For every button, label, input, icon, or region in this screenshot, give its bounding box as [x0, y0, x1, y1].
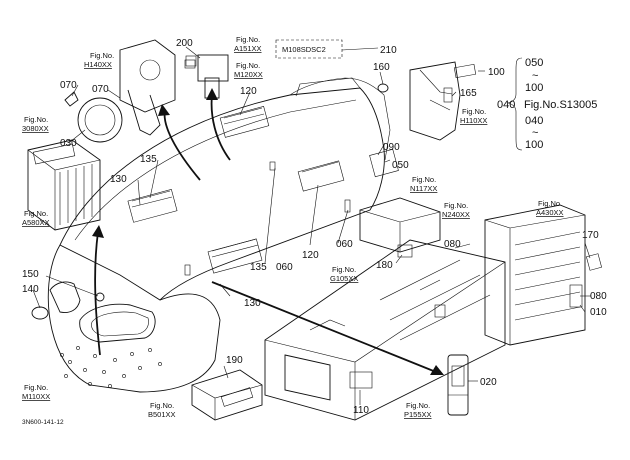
part-number-labels: 200 210 160 100 165 070 070 030 120 120 … [22, 38, 607, 416]
label-030: 030 [60, 138, 77, 149]
label-120-a: 120 [240, 86, 257, 97]
group-fig-s13005: Fig.No.S13005 [524, 99, 597, 111]
label-060-b: 060 [276, 262, 293, 273]
controller-unit [191, 369, 263, 421]
label-050: 050 [392, 160, 409, 171]
label-210: 210 [380, 45, 397, 56]
label-080-b: 080 [590, 291, 607, 302]
label-020: 020 [480, 377, 497, 388]
fig-ref-g105-title: Fig.No. [332, 265, 356, 274]
label-160: 160 [373, 62, 390, 73]
group-tilde-2: ~ [532, 127, 538, 139]
small-parts [31, 55, 389, 320]
code-box-frame [275, 39, 343, 59]
radiator [484, 204, 602, 346]
fig-ref-m110-title: Fig.No. [24, 383, 48, 392]
fig-ref-3080-code: 3080XX [22, 124, 49, 133]
sensor-part [447, 354, 469, 416]
drawing-code: 3N600-141-12 [22, 419, 64, 426]
leader-lines [32, 46, 591, 405]
fig-ref-h140-code: H140XX [84, 60, 112, 69]
code-box-text: M108SDSC2 [282, 45, 326, 54]
group-050: 050 [525, 57, 543, 69]
group-040-a: 040 [497, 99, 515, 111]
fig-ref-p155-code: P155XX [404, 410, 432, 419]
fig-ref-a580-title: Fig.No. [24, 209, 48, 218]
fig-ref-a430-title: Fig.No. [538, 199, 562, 208]
fig-ref-b501-code: B501XX [148, 410, 176, 419]
label-070-a: 070 [60, 80, 77, 91]
label-070-b: 070 [92, 84, 109, 95]
fig-ref-3080-title: Fig.No. [24, 115, 48, 124]
fig-ref-n117-code: N117XX [410, 184, 437, 193]
upper-components [77, 39, 229, 143]
fig-ref-n240-code: N240XX [442, 210, 470, 219]
label-180: 180 [376, 260, 393, 271]
hood-assembly [47, 77, 391, 393]
label-090: 090 [383, 142, 400, 153]
label-170: 170 [582, 230, 599, 241]
support-brackets [359, 61, 477, 253]
label-190: 190 [226, 355, 243, 366]
label-120-b: 120 [302, 250, 319, 261]
label-130-b: 130 [244, 298, 261, 309]
fig-ref-a151-code: A151XX [234, 44, 262, 53]
label-140: 140 [22, 284, 39, 295]
bracketed-part-group: 050 ~ 100 040 Fig.No.S13005 040 ~ 100 [497, 57, 597, 151]
fig-ref-n117-title: Fig.No. [412, 175, 436, 184]
fig-ref-b501-title: Fig.No. [150, 401, 174, 410]
label-165: 165 [460, 88, 477, 99]
fig-ref-a580-code: A580XX [22, 218, 50, 227]
group-040-b: 040 [525, 115, 543, 127]
label-200: 200 [176, 38, 193, 49]
label-150: 150 [22, 269, 39, 280]
direction-arrows [92, 88, 444, 375]
group-100-a: 100 [525, 82, 543, 94]
chassis-frame [264, 239, 506, 421]
fig-ref-h110-title: Fig.No. [462, 107, 486, 116]
label-130-a: 130 [110, 174, 127, 185]
group-tilde-1: ~ [532, 70, 538, 82]
figure-reference-labels: Fig.No. H140XX Fig.No. A151XX Fig.No. M1… [22, 35, 564, 419]
battery [27, 139, 101, 231]
label-100: 100 [488, 67, 505, 78]
fig-ref-m110-code: M110XX [22, 392, 50, 401]
fig-ref-a430-code: A430XX [536, 208, 564, 217]
label-135-b: 135 [250, 262, 267, 273]
fig-ref-h140-title: Fig.No. [90, 51, 114, 60]
label-135-a: 135 [140, 154, 157, 165]
fig-ref-g105-code: G105XX [330, 274, 358, 283]
fig-ref-m120-code: M120XX [234, 70, 263, 79]
label-080-a: 080 [444, 239, 461, 250]
fig-ref-h110-code: H110XX [460, 116, 487, 125]
fig-ref-m120-title: Fig.No. [236, 61, 260, 70]
label-010: 010 [590, 307, 607, 318]
label-110: 110 [353, 405, 369, 416]
label-060-a: 060 [336, 239, 353, 250]
fig-ref-a151-title: Fig.No. [236, 35, 260, 44]
fig-ref-n240-title: Fig.No. [444, 201, 468, 210]
fig-ref-p155-title: Fig.No. [406, 401, 430, 410]
group-100-b: 100 [525, 139, 543, 151]
